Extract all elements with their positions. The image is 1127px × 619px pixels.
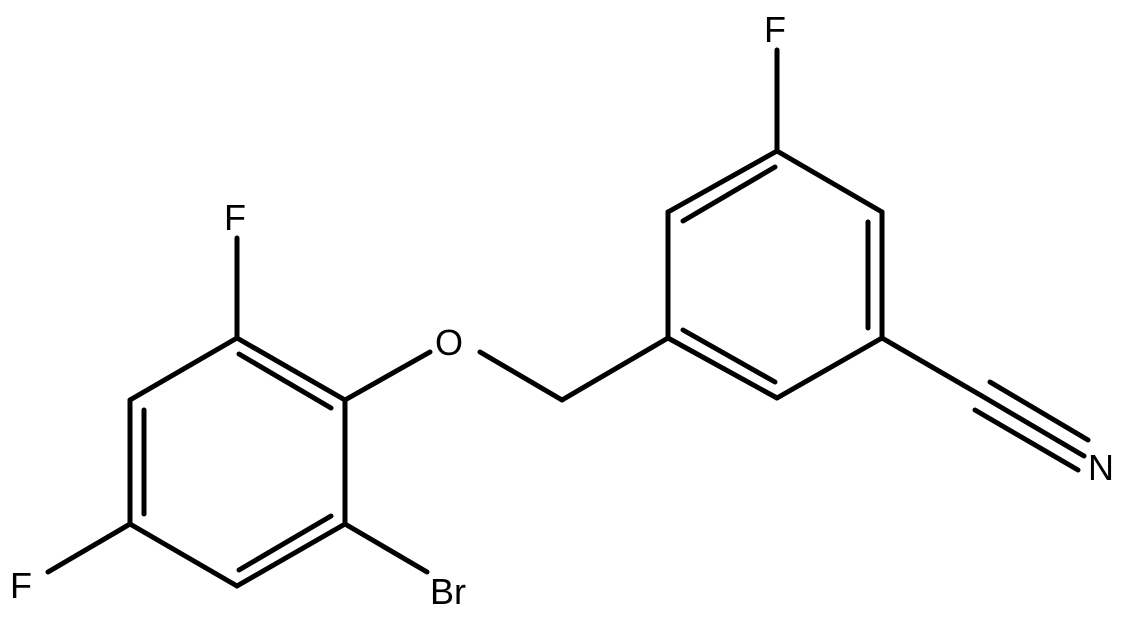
bond-right-ring-bottom-lower-left-inner <box>680 327 778 385</box>
bond-left-ring-lowerright-bottom-inner <box>236 513 334 573</box>
atom-label-f-upper-left: F <box>224 197 246 238</box>
bond-right-ring-upper-left-top-inner <box>680 164 778 224</box>
atom-label-br: Br <box>430 571 466 612</box>
bond-c-f-lower-left <box>45 521 133 575</box>
atom-label-f-lower-left: F <box>10 565 32 606</box>
bond-right-ring-lower-right-bottom <box>774 335 885 401</box>
bond-right-ring-upper-left-top <box>665 148 780 215</box>
bond-ring-ch2 <box>559 335 671 403</box>
bonds <box>45 47 1091 589</box>
bond-cn-triple-3 <box>972 407 1081 473</box>
bond-right-ring-top-upper-right <box>774 148 885 215</box>
bond-right-ring-bottom-lower-left <box>665 335 780 401</box>
bond-ch2-o <box>477 349 565 403</box>
bond-left-ring-top-right <box>234 335 348 403</box>
bond-c-br <box>342 521 430 575</box>
bond-left-ring-lowerright-bottom <box>234 521 348 589</box>
bond-left-ring-top-right-inner <box>236 351 334 411</box>
bond-c-cn <box>879 335 985 399</box>
bond-left-ring-bottom-lowerleft <box>127 521 240 589</box>
atom-label-o-ether: O <box>435 322 463 363</box>
atom-labels: F F O N F Br <box>10 9 1114 612</box>
atom-label-f-top: F <box>764 9 786 50</box>
bond-left-ring-upperleft-top <box>127 335 240 403</box>
atom-label-n-nitrile: N <box>1088 447 1114 488</box>
bond-cn-triple-2 <box>987 379 1091 443</box>
bond-o-ring <box>342 349 433 403</box>
bond-cn-triple-1 <box>979 393 1087 459</box>
